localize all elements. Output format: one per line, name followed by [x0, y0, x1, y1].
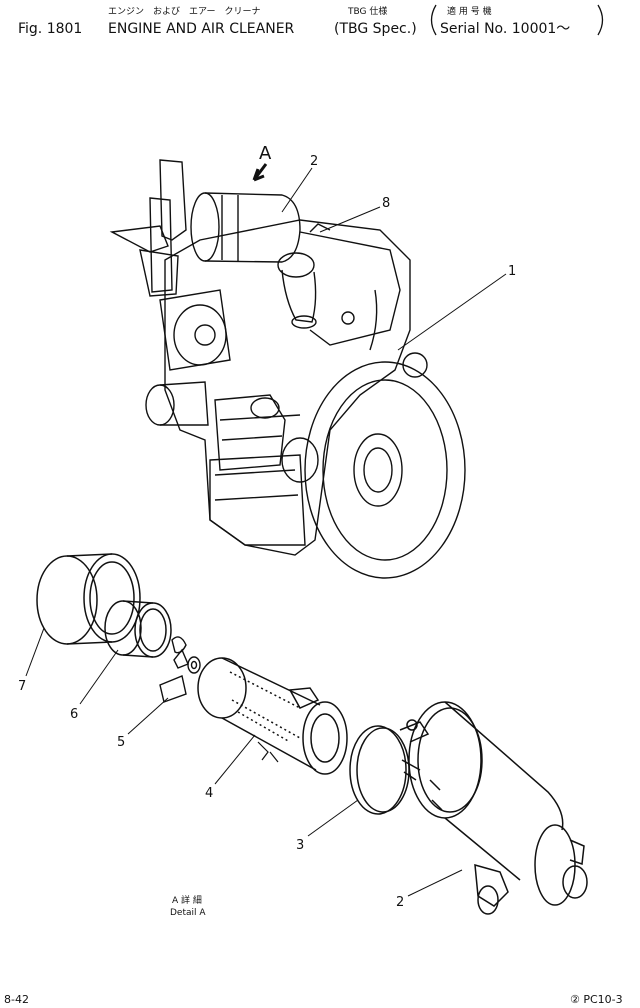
callout-1: 1: [508, 264, 516, 279]
page-title: ENGINE AND AIR CLEANER: [108, 21, 295, 37]
intake-manifold: [299, 231, 401, 346]
fig-number: Fig. 1801: [18, 21, 82, 37]
model-code: ② PC10-3: [570, 993, 623, 1006]
clamp-bracket: [309, 223, 331, 233]
starter-end: [145, 384, 175, 426]
header: エンジン および エアー クリーナ TBG 仕様 Fig. 1801 ENGIN…: [18, 4, 604, 37]
manifold-bolt: [341, 311, 355, 325]
callout-7: 7: [18, 679, 26, 694]
callout-4: 4: [205, 786, 213, 801]
hose-clamp: [291, 315, 317, 329]
starter-body: [159, 381, 209, 426]
callout-5: 5: [117, 735, 125, 750]
fuel-injection-pump: [214, 394, 286, 471]
fan-hub: [149, 197, 173, 293]
engine-assembly: [109, 159, 466, 579]
leader-lines: [25, 167, 507, 897]
flywheel-inner-rim: [322, 379, 448, 561]
fuel-lines: [219, 414, 301, 441]
part-5-wingnut: [159, 636, 201, 703]
spec-jp: TBG 仕様: [347, 5, 387, 17]
serial-number: Serial No. 10001～: [440, 21, 570, 37]
flywheel-bore: [353, 433, 403, 507]
paren-right: [597, 4, 604, 36]
flywheel-housing: [304, 361, 466, 579]
leader-3: [307, 799, 359, 837]
paren-left: [430, 4, 437, 36]
part-3-band-clamp: [349, 719, 430, 815]
leader-4: [214, 734, 256, 785]
filter-canister: [281, 437, 319, 483]
title-jp: エンジン および エアー クリーナ: [108, 6, 260, 17]
serial-jp: 適 用 号 機: [447, 5, 492, 17]
intake-elbow-top: [277, 252, 315, 278]
callout-6: 6: [70, 707, 78, 722]
part-4-filter-element: [197, 657, 348, 775]
arrow-icon: [252, 163, 268, 182]
view-arrow-label: A: [259, 143, 272, 164]
pump-cap: [250, 397, 280, 419]
oil-pan: [209, 454, 306, 546]
alternator-pulley: [194, 324, 216, 346]
alternator: [173, 304, 227, 366]
callout-8: 8: [382, 196, 390, 211]
cleaner-body-upper: [204, 192, 301, 263]
part-6-ring: [104, 600, 172, 658]
spec-label: (TBG Spec.): [334, 21, 417, 37]
callout-2-top: 2: [310, 154, 318, 169]
part-7-precleaner: [36, 553, 141, 645]
detail-label: A 詳 細 Detail A: [170, 894, 206, 918]
leader-8: [319, 206, 381, 233]
engine-block: [164, 219, 411, 556]
view-arrow: A: [252, 143, 272, 182]
leader-1: [397, 273, 507, 351]
fan-blade-top: [159, 159, 187, 241]
housing-boss: [402, 352, 428, 378]
cleaner-bands: [221, 195, 239, 261]
callouts: 1 2 8 7 6 5 4 3 2: [18, 154, 516, 910]
oil-pan-ribs: [214, 469, 299, 501]
detail-label-en: Detail A: [170, 908, 206, 918]
leader-5: [127, 697, 169, 735]
alternator-bracket: [159, 289, 231, 371]
callout-3: 3: [296, 838, 304, 853]
fan-shroud: [139, 249, 179, 297]
leader-2-top: [281, 167, 313, 213]
leader-2-bottom: [407, 869, 463, 897]
leader-7: [25, 627, 45, 677]
part-2-cleaner-body: [408, 701, 588, 915]
intake-hose: [281, 269, 317, 323]
callout-2-bottom: 2: [396, 895, 404, 910]
cleaner-end-cap: [190, 192, 220, 262]
footer: 8-42 ② PC10-3: [4, 993, 623, 1006]
flywheel-center: [363, 447, 393, 493]
leader-6: [79, 649, 119, 705]
pipe-line: [369, 289, 378, 351]
fan-blade-left: [109, 225, 169, 253]
page-number: 8-42: [4, 993, 29, 1006]
detail-label-jp: A 詳 細: [172, 894, 202, 906]
